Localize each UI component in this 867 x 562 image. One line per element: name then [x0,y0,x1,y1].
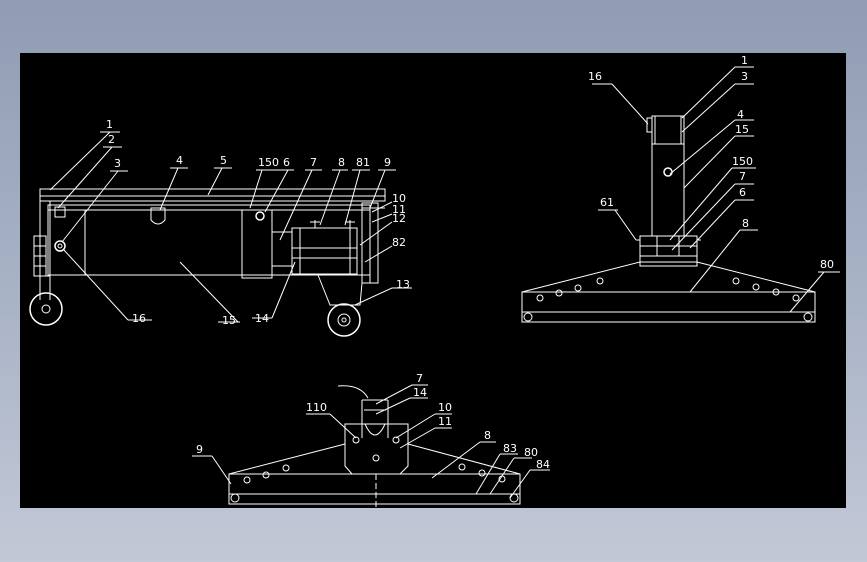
front-label-8: 8 [742,217,749,230]
side-label-16: 16 [132,312,146,325]
handle-4 [150,207,166,225]
base-plate [228,473,521,505]
front-label-4: 4 [737,108,744,121]
bracket-plate [344,423,409,475]
front-view [521,66,840,323]
bottom-label-84: 84 [536,458,550,471]
side-label-9: 9 [384,156,391,169]
bottom-label-80: 80 [524,446,538,459]
bottom-label-11: 11 [438,415,452,428]
side-label-3: 3 [114,157,121,170]
front-view-labels: 16 1 3 4 15 150 7 6 61 8 80 [588,54,834,271]
neck [361,400,389,438]
pin-block [54,206,66,218]
bottom-label-10: 10 [438,401,452,414]
front-label-150: 150 [732,155,753,168]
side-label-15: 15 [222,314,236,327]
side-view [29,131,412,337]
side-label-150: 150 [258,156,279,169]
base-plate [521,291,816,323]
side-label-5: 5 [220,154,227,167]
bottom-label-7: 7 [416,372,423,385]
right-wheel [327,303,361,337]
top-rail [39,188,386,202]
left-wheel [29,292,63,326]
feed-curve [337,385,369,399]
side-pin [646,117,653,133]
drawing-canvas: 1 2 3 4 5 150 6 7 8 81 9 10 11 12 82 13 … [20,53,846,508]
cylinder-assembly [291,227,358,275]
front-label-61: 61 [600,196,614,209]
front-label-15: 15 [735,123,749,136]
bottom-view-labels: 7 14 110 10 11 8 9 83 80 84 [196,372,550,471]
front-label-80: 80 [820,258,834,271]
bottom-label-8: 8 [484,429,491,442]
side-label-7: 7 [310,156,317,169]
side-label-81: 81 [356,156,370,169]
front-label-16: 16 [588,70,602,83]
bottom-label-14: 14 [413,386,427,399]
base-plate-top [228,443,521,475]
pump-bolt [255,211,265,221]
side-label-11: 11 [392,203,406,216]
side-label-10: 10 [392,192,406,205]
side-label-1: 1 [106,118,113,131]
side-label-6: 6 [283,156,290,169]
front-label-3: 3 [741,70,748,83]
technical-drawing: 1 2 3 4 5 150 6 7 8 81 9 10 11 12 82 13 … [29,54,840,508]
front-label-1: 1 [741,54,748,67]
pivot-16 [54,240,66,252]
side-label-12: 12 [392,212,406,225]
bottom-view [192,384,550,508]
main-body [47,204,371,276]
side-label-13: 13 [396,278,410,291]
bottom-label-110: 110 [306,401,327,414]
base-plate-top [521,261,816,293]
bottom-label-83: 83 [503,442,517,455]
bottom-label-9: 9 [196,443,203,456]
side-label-14: 14 [255,312,269,325]
front-label-6: 6 [739,186,746,199]
column-bolt [663,167,673,177]
side-view-labels: 1 2 3 4 5 150 6 7 8 81 9 10 11 12 82 13 … [106,118,410,327]
side-label-2: 2 [108,133,115,146]
wheel-fork [317,274,363,306]
side-label-4: 4 [176,154,183,167]
front-label-7: 7 [739,170,746,183]
pump-box [241,209,273,279]
side-label-8: 8 [338,156,345,169]
side-label-82: 82 [392,236,406,249]
